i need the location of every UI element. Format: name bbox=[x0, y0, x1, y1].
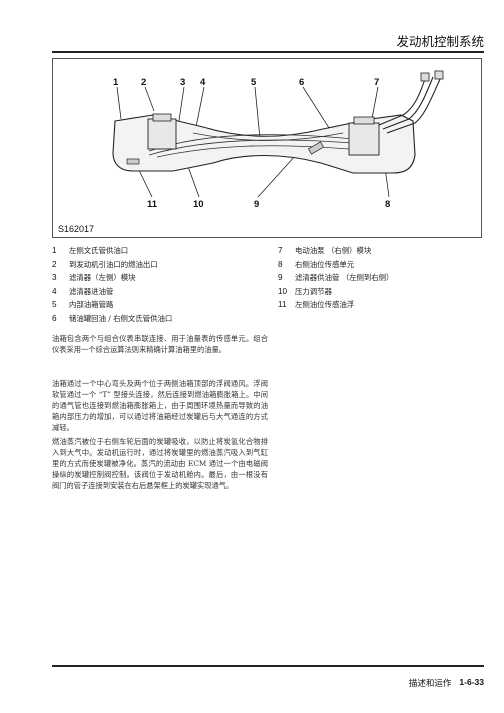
fuel-tank-outline bbox=[112, 114, 416, 174]
callout-2: 2 bbox=[141, 77, 146, 88]
footer-rule bbox=[52, 665, 484, 667]
page-footer: 描述和运作 1-6-33 bbox=[409, 677, 484, 689]
page-number: 1-6-33 bbox=[459, 677, 484, 687]
figure-id: S162017 bbox=[58, 224, 95, 234]
fuel-tank-diagram: 1 2 3 4 5 6 7 11 10 9 8 bbox=[112, 70, 444, 210]
callout-4: 4 bbox=[200, 77, 206, 88]
callout-7: 7 bbox=[374, 77, 379, 88]
header-rule bbox=[52, 51, 484, 53]
callout-1: 1 bbox=[113, 77, 119, 88]
external-hoses bbox=[378, 76, 442, 134]
left-filter-module bbox=[147, 118, 177, 150]
callout-5: 5 bbox=[251, 77, 257, 88]
callout-11: 11 bbox=[147, 199, 158, 210]
callout-9: 9 bbox=[254, 199, 259, 210]
footer-section: 描述和运作 bbox=[408, 679, 452, 689]
supply-pipe-fitting bbox=[307, 141, 325, 155]
right-pump-module bbox=[348, 122, 380, 156]
paragraph-evap-canister: 燃油蒸汽被位于右侧车轮后面的炭罐吸收，以防止将炭氢化合物排入到大气中。发动机运行… bbox=[52, 437, 268, 490]
paragraph-tank-venting: 油箱通过一个中心弯头及两个位于两侧油箱顶部的浮阀通风。浮阀软管通过一个 “T” … bbox=[52, 379, 268, 432]
callout-6: 6 bbox=[299, 77, 304, 88]
fuel-tank-figure: 1 2 3 4 5 6 7 11 10 9 8 S162017 bbox=[52, 58, 482, 238]
callout-10: 10 bbox=[193, 199, 204, 210]
callout-leaders-top bbox=[116, 86, 379, 150]
paragraph-fuel-gauge: 油箱包含两个与组合仪表串联连接、用于油量表的传感单元。组合仪表采用一个综合运算法… bbox=[52, 334, 268, 354]
page-header-title: 发动机控制系统 bbox=[396, 34, 484, 49]
left-float bbox=[126, 158, 140, 165]
callout-8: 8 bbox=[385, 199, 390, 210]
callout-3: 3 bbox=[180, 77, 185, 88]
